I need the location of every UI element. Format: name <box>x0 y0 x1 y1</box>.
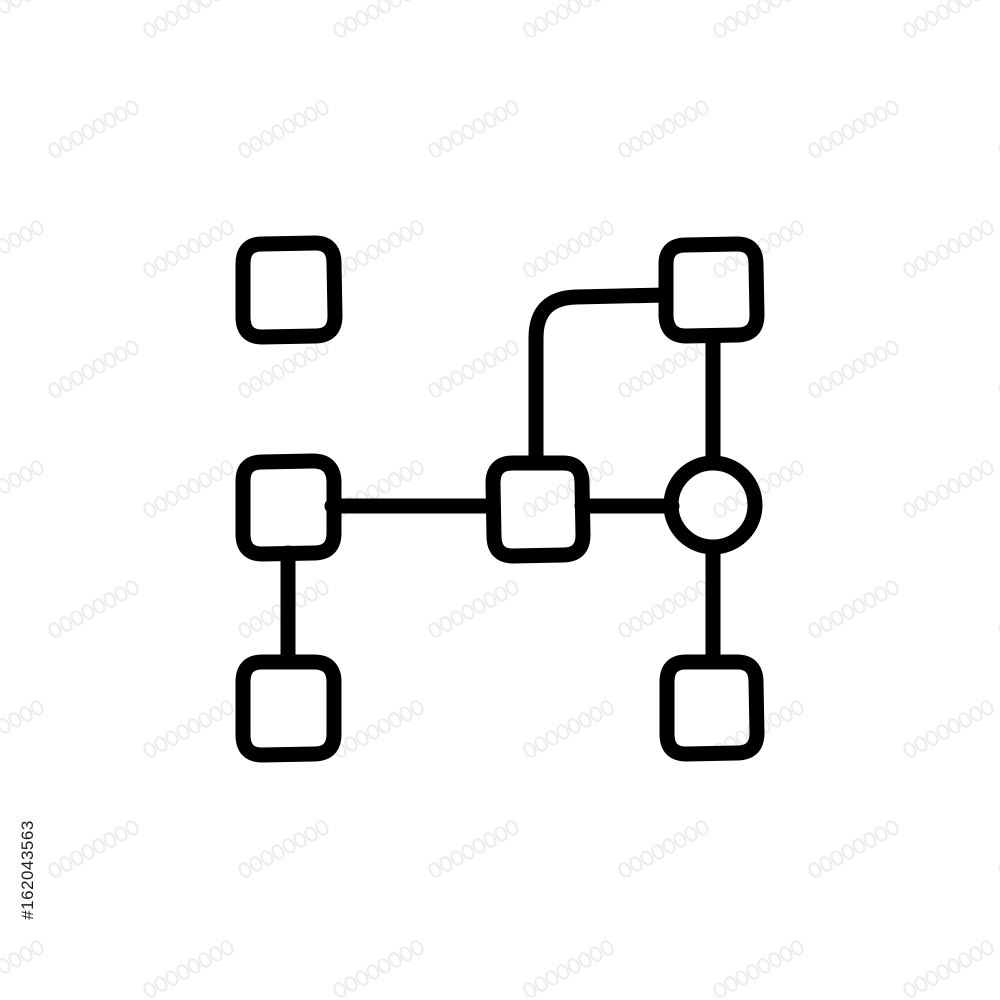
node-center <box>485 455 591 564</box>
node-top-right <box>658 236 765 344</box>
node-bottom-right <box>659 654 765 762</box>
connector-center-top-right <box>528 287 674 470</box>
node-middle-left <box>235 453 342 562</box>
node-top-left <box>235 235 343 345</box>
node-bottom-left <box>235 654 342 763</box>
stock-id-label: #162043563 <box>18 820 37 920</box>
node-junction <box>663 455 763 555</box>
